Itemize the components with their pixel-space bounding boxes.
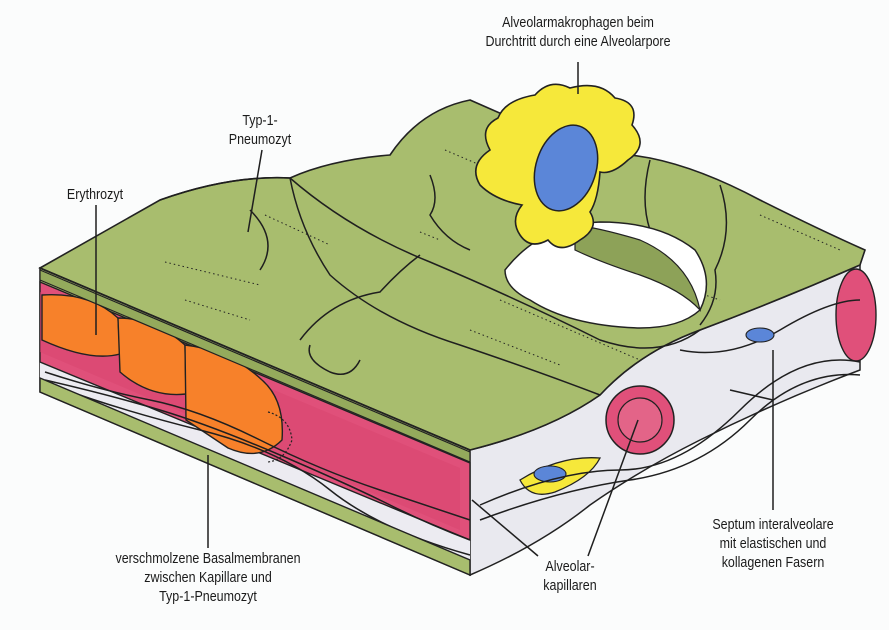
label-alveolar-capillaries: Alveolar- kapillaren: [527, 558, 613, 596]
label-basement-membranes: verschmolzene Basalmembranen zwischen Ka…: [88, 550, 329, 607]
label-macrophage: Alveolarmakrophagen beim Durchtritt durc…: [466, 14, 690, 52]
label-type1-pneumocyte: Typ-1- Pneumozyt: [213, 112, 308, 150]
label-erythrocyte: Erythrozyt: [48, 186, 143, 205]
label-septum: Septum interalveolare mit elastischen un…: [683, 516, 864, 573]
